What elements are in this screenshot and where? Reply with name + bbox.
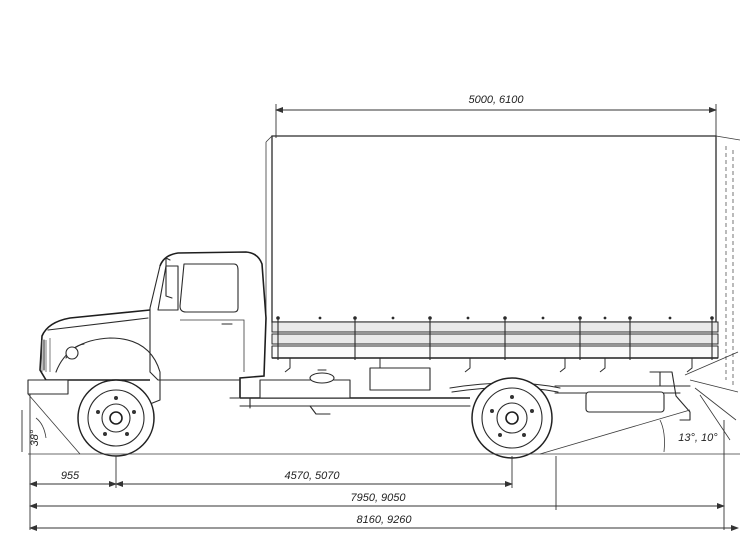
approach-angle-label: 38° [29, 429, 41, 446]
ground-and-angle-lines [27, 393, 740, 455]
body-length-label: 5000, 6100 [468, 94, 524, 106]
departure-angle-label: 13°, 10° [678, 432, 718, 444]
front-overhang-label: 955 [61, 470, 80, 482]
truck-cab [27, 251, 267, 409]
cargo-side-boards [271, 316, 719, 373]
wheelbase-label: 4570, 5070 [284, 470, 340, 482]
chassis-frame [239, 351, 739, 441]
rear-wheel [471, 377, 553, 459]
dimension-lines [21, 104, 739, 531]
length-to-rear-label: 7950, 9050 [350, 492, 406, 504]
front-wheel [77, 379, 155, 457]
overall-length-label: 8160, 9260 [356, 514, 412, 526]
